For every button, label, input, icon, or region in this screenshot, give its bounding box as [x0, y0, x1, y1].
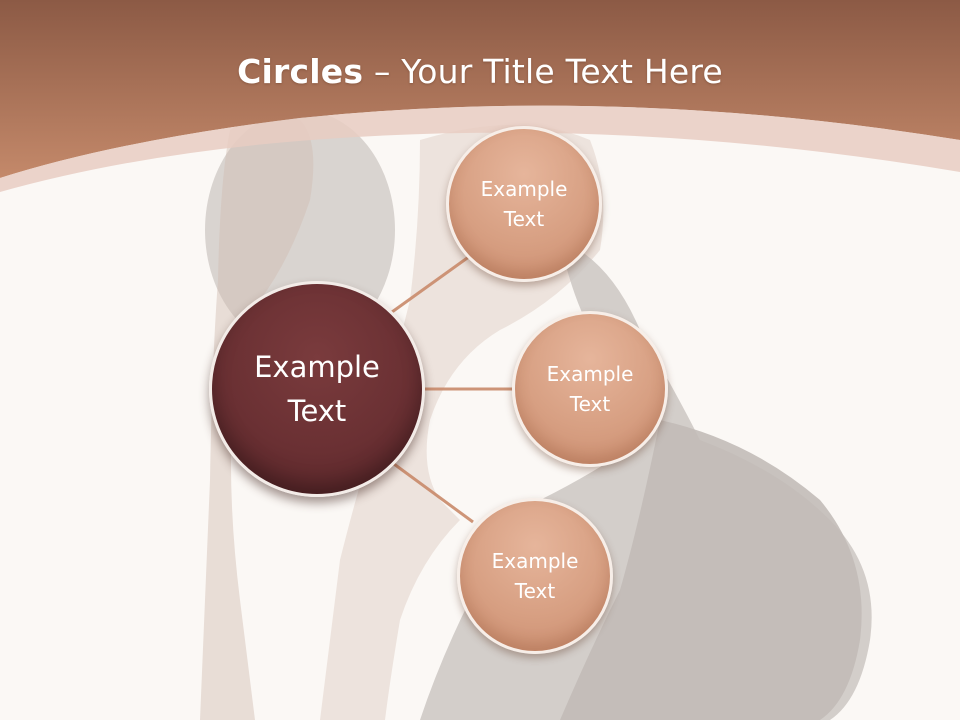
slide-title-rest: – Your Title Text Here — [363, 52, 723, 91]
header-band — [0, 0, 960, 178]
satellite-circle-2: Example Text — [512, 311, 668, 467]
connector-line-3 — [393, 462, 474, 524]
slide-title: Circles – Your Title Text Here — [0, 52, 960, 91]
connector-line-1 — [391, 254, 471, 314]
satellite-circle-3: Example Text — [457, 498, 613, 654]
satellite-circle-1: Example Text — [446, 126, 602, 282]
satellite-circle-2-label: Example Text — [546, 362, 634, 416]
connector-lines — [391, 254, 515, 524]
satellite-circle-1-label: Example Text — [480, 177, 568, 231]
center-circle-label: Example Text — [254, 350, 380, 428]
header-swoosh — [0, 105, 960, 192]
center-circle: Example Text — [209, 281, 425, 497]
satellite-circle-3-label: Example Text — [491, 549, 579, 603]
slide-title-bold: Circles — [237, 52, 364, 91]
